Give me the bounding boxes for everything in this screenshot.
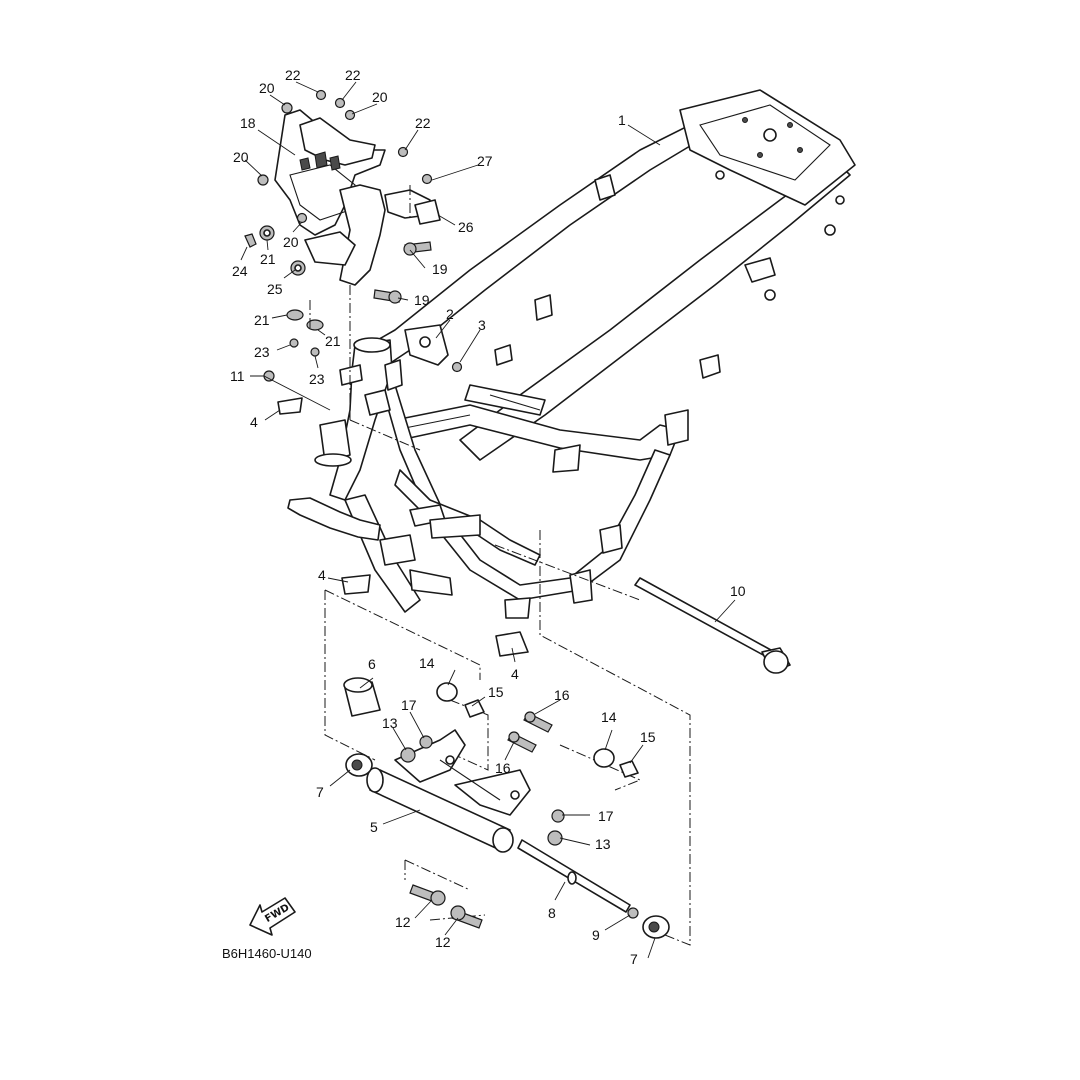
bushing-14a bbox=[436, 682, 458, 702]
callout-22a: 22 bbox=[285, 67, 301, 83]
callout-10: 10 bbox=[730, 583, 746, 599]
callout-15a: 15 bbox=[488, 684, 504, 700]
label-4a bbox=[277, 397, 303, 415]
callout-20b: 20 bbox=[372, 89, 388, 105]
callout-4b: 4 bbox=[318, 567, 326, 583]
callout-14a: 14 bbox=[419, 655, 435, 671]
callout-20a: 20 bbox=[259, 80, 275, 96]
callout-23b: 23 bbox=[309, 371, 325, 387]
nut-13b bbox=[547, 830, 563, 846]
diagram-code: B6H1460-U140 bbox=[222, 946, 312, 961]
upper-fasteners bbox=[244, 89, 463, 382]
callout-27: 27 bbox=[477, 153, 493, 169]
callout-11: 11 bbox=[230, 368, 245, 384]
collar-15a bbox=[464, 699, 485, 718]
alignment-lines bbox=[309, 185, 691, 946]
label-4c bbox=[495, 631, 529, 657]
collar-11 bbox=[263, 370, 275, 382]
callout-22c: 22 bbox=[415, 115, 431, 131]
callout-9: 9 bbox=[592, 927, 600, 943]
callout-24: 24 bbox=[232, 263, 248, 279]
callout-22b: 22 bbox=[345, 67, 361, 83]
callout-13a: 13 bbox=[382, 715, 398, 731]
callout-7b: 7 bbox=[630, 951, 638, 967]
main-frame bbox=[287, 89, 856, 619]
bolt-22b bbox=[334, 97, 346, 109]
washer-21c bbox=[306, 319, 324, 331]
nut-17a bbox=[419, 735, 433, 749]
leader-lines bbox=[240, 81, 736, 959]
callout-16b: 16 bbox=[495, 760, 511, 776]
callout-12b: 12 bbox=[435, 934, 451, 950]
callout-19b: 19 bbox=[414, 292, 430, 308]
engine-mount-assembly bbox=[343, 677, 670, 939]
label-4b bbox=[341, 574, 371, 595]
callout-26: 26 bbox=[458, 219, 474, 235]
nut-20a bbox=[281, 102, 293, 114]
callout-5: 5 bbox=[370, 819, 378, 835]
nut-13a bbox=[400, 747, 416, 763]
callout-16a: 16 bbox=[554, 687, 570, 703]
bolt-22a bbox=[315, 89, 327, 101]
callout-8: 8 bbox=[548, 905, 556, 921]
callout-20d: 20 bbox=[283, 234, 299, 250]
clamp-26 bbox=[414, 199, 441, 225]
collar-9 bbox=[627, 907, 639, 919]
pivot-shaft-10 bbox=[634, 577, 791, 674]
callout-6: 6 bbox=[368, 656, 376, 672]
nut-20d bbox=[296, 212, 308, 224]
callout-7a: 7 bbox=[316, 784, 324, 800]
callout-1: 1 bbox=[618, 112, 626, 128]
callout-2: 2 bbox=[446, 306, 454, 322]
callout-3: 3 bbox=[478, 317, 486, 333]
nut-17b bbox=[551, 809, 565, 823]
nut-20b bbox=[344, 109, 356, 121]
nut-27 bbox=[421, 173, 433, 185]
washer-21b bbox=[286, 309, 304, 321]
callout-19a: 19 bbox=[432, 261, 448, 277]
nut-3 bbox=[451, 361, 463, 373]
callout-25: 25 bbox=[267, 281, 283, 297]
callout-17b: 17 bbox=[598, 808, 614, 824]
callout-21b: 21 bbox=[254, 312, 270, 328]
fwd-arrow-icon: FWD bbox=[249, 897, 296, 936]
front-bracket-assembly bbox=[274, 109, 431, 286]
callout-labels: 1 2 3 4 4 4 5 6 7 7 8 9 10 11 12 12 13 1… bbox=[230, 67, 746, 967]
callout-4c: 4 bbox=[511, 666, 519, 682]
callout-15b: 15 bbox=[640, 729, 656, 745]
callout-23a: 23 bbox=[254, 344, 270, 360]
screw-24 bbox=[244, 233, 257, 248]
callout-17a: 17 bbox=[401, 697, 417, 713]
callout-13b: 13 bbox=[595, 836, 611, 852]
callout-20c: 20 bbox=[233, 149, 249, 165]
callout-21a: 21 bbox=[260, 251, 276, 267]
callout-14b: 14 bbox=[601, 709, 617, 725]
callout-18: 18 bbox=[240, 115, 256, 131]
collar-15b bbox=[619, 760, 639, 778]
screw-23a bbox=[289, 338, 299, 348]
bushing-14b bbox=[593, 748, 615, 768]
callout-12a: 12 bbox=[395, 914, 411, 930]
callout-4a: 4 bbox=[250, 414, 258, 430]
nut-20c bbox=[257, 174, 269, 186]
callout-21c: 21 bbox=[325, 333, 341, 349]
screw-23b bbox=[310, 347, 320, 357]
